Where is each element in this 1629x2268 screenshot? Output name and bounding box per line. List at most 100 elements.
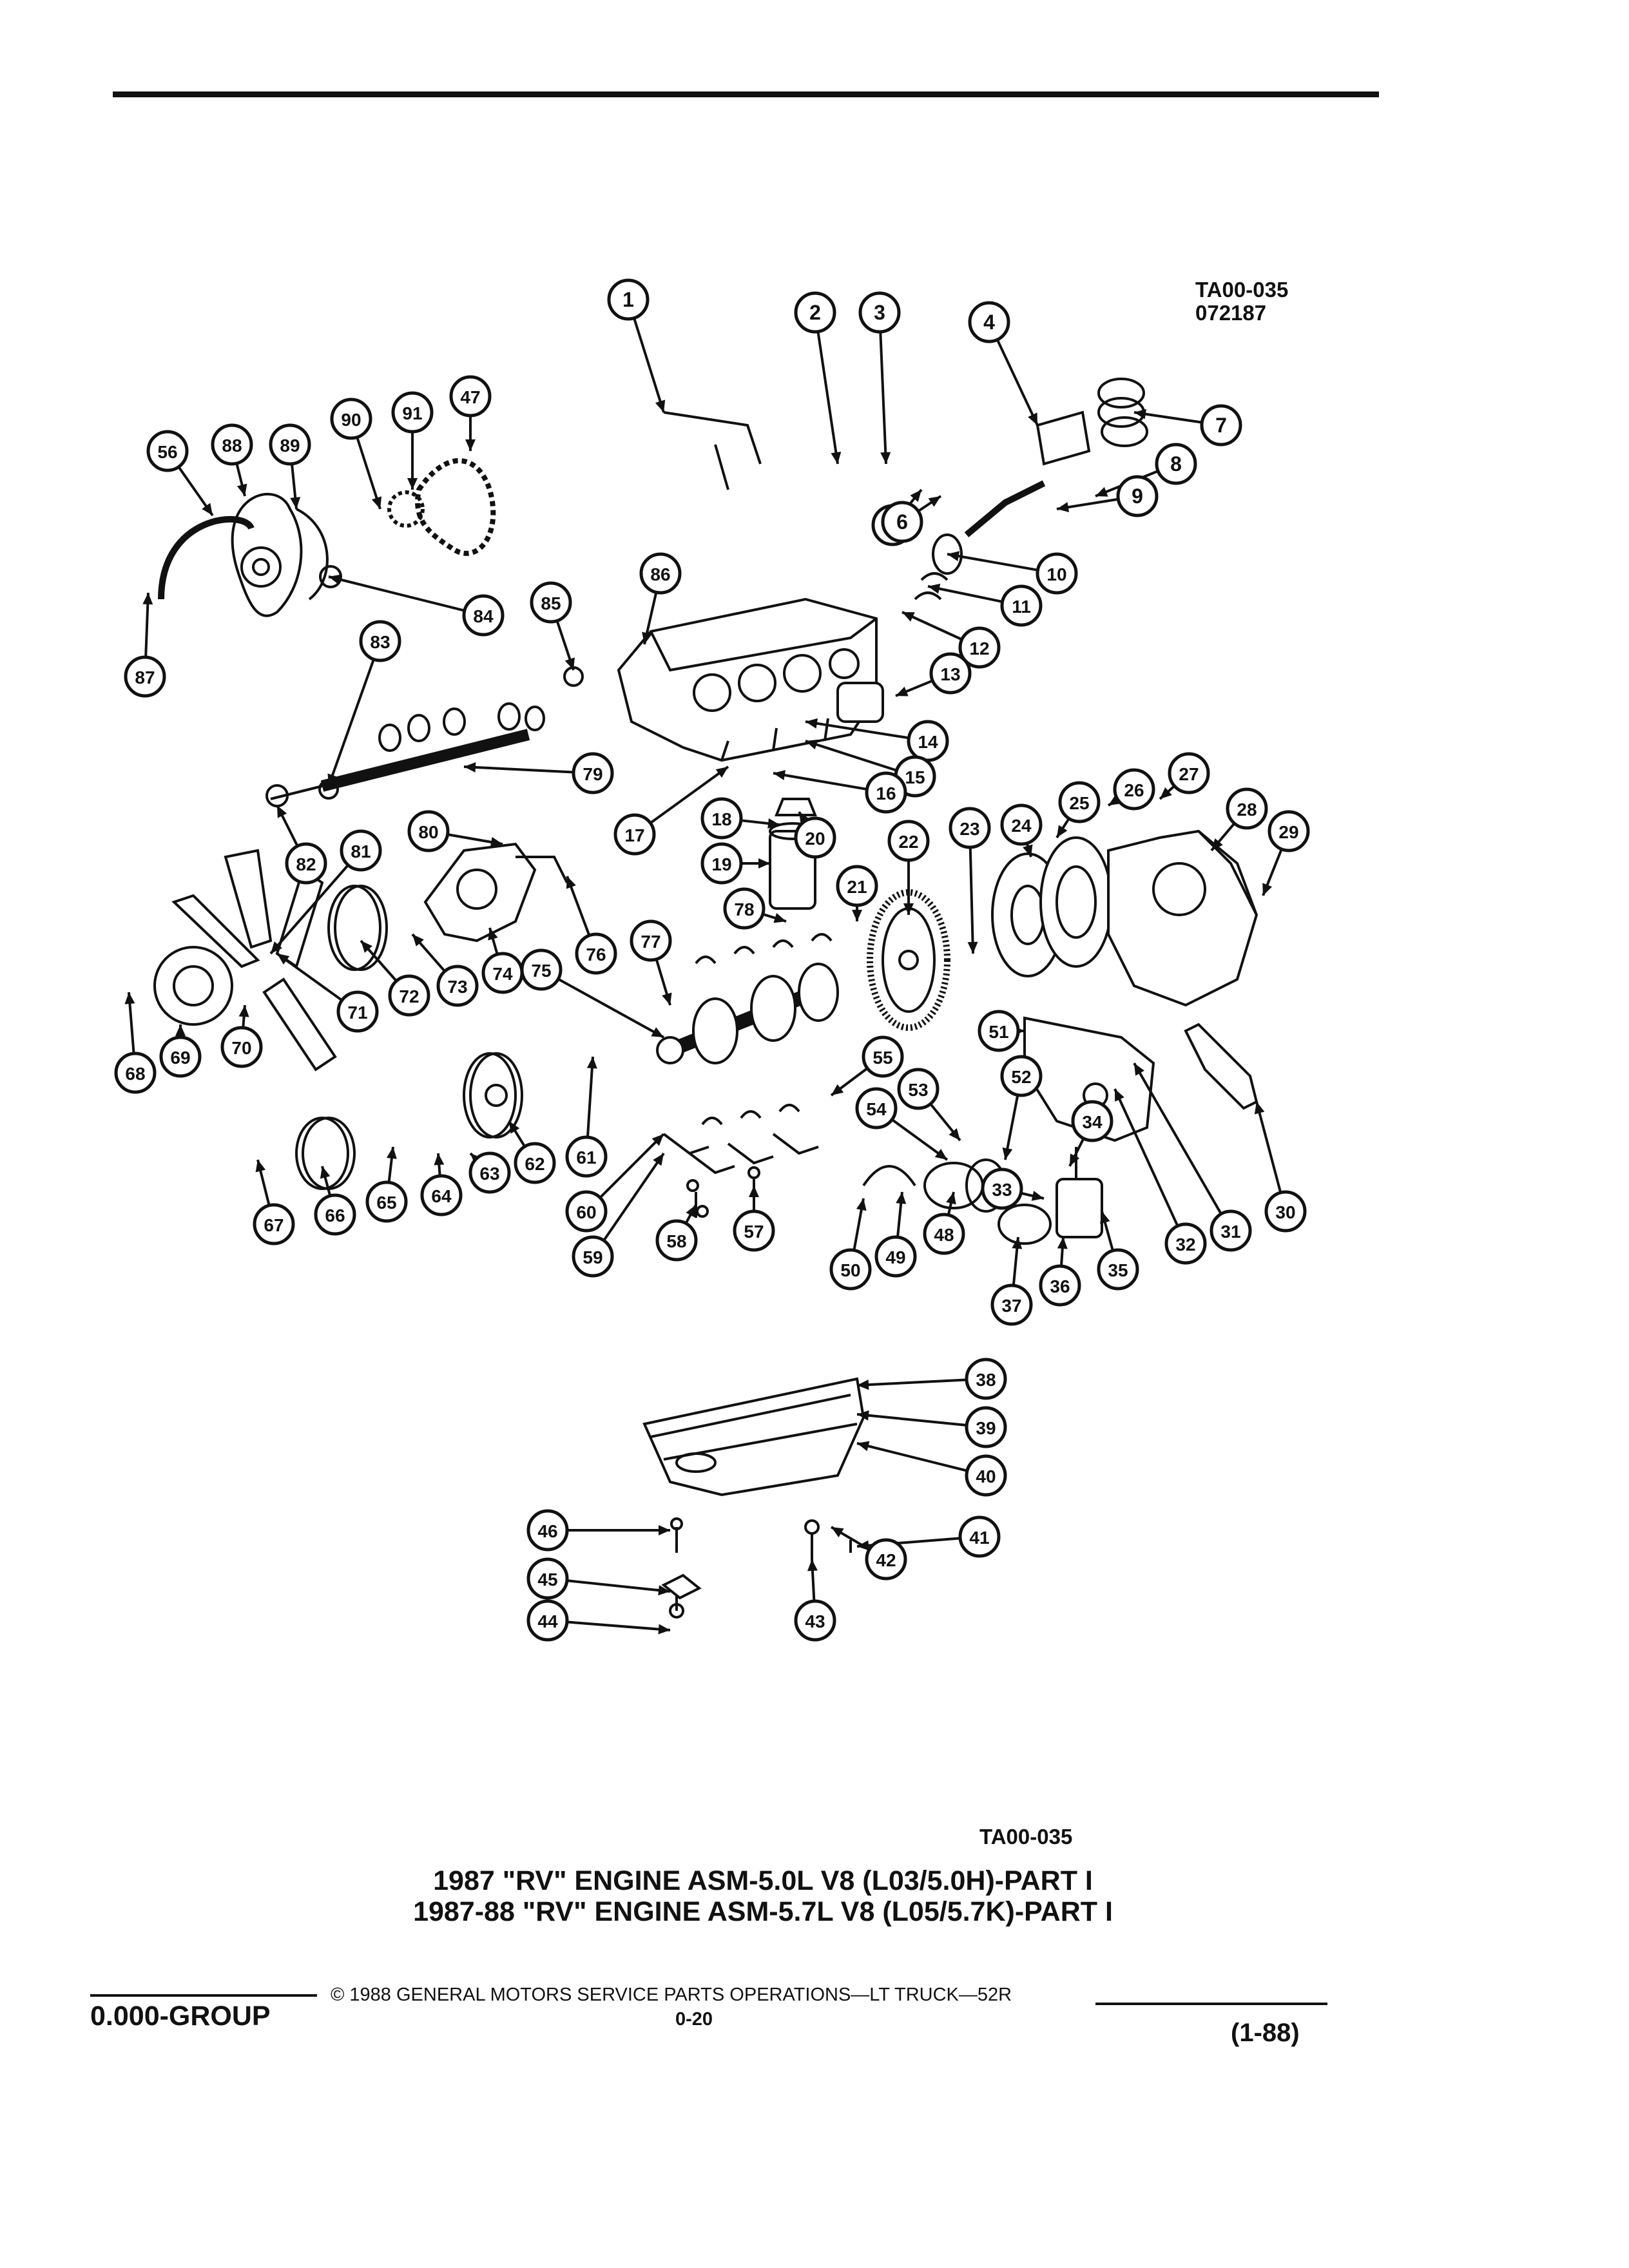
callout-14: 14 [805, 718, 949, 762]
callout-number: 71 [347, 1003, 367, 1023]
callout-circle [565, 1190, 608, 1233]
callout-number: 32 [1175, 1235, 1195, 1254]
callout-number: 58 [666, 1231, 686, 1251]
callout-82: 82 [276, 805, 327, 885]
callout-number: 15 [905, 767, 925, 787]
callout-circle [1210, 1209, 1252, 1252]
dipstick [663, 411, 762, 490]
callout-31: 31 [1133, 1062, 1252, 1252]
callout-circle [124, 655, 166, 698]
leader-arrowhead [1211, 838, 1223, 850]
callout-circle [575, 932, 617, 975]
leader-arrowhead [642, 631, 652, 644]
callout-number: 79 [583, 764, 602, 784]
bearing-shells [662, 933, 833, 1175]
callout-circle [965, 1358, 1007, 1400]
callout-27: 27 [1159, 752, 1210, 800]
callout-circle [965, 1406, 1007, 1448]
leader-arrowhead [773, 770, 786, 780]
leader-arrowhead [856, 1198, 867, 1211]
leader-arrowhead [329, 574, 342, 585]
callout-7: 7 [1133, 404, 1242, 447]
leader-arrowhead [1108, 794, 1121, 805]
timing-chain [387, 458, 496, 556]
callout-88: 88 [211, 423, 253, 497]
callout-number: 20 [805, 829, 825, 849]
leader-arrowhead [715, 767, 728, 778]
callout-circle [990, 1283, 1033, 1326]
callout-number: 35 [1108, 1260, 1128, 1280]
callout-79: 79 [463, 752, 614, 794]
callout-number: 45 [537, 1570, 557, 1590]
callout-number: 55 [872, 1048, 892, 1068]
leader-line [269, 864, 349, 955]
callout-6: 6 [881, 495, 942, 543]
callout-circle [836, 865, 878, 907]
callout-28: 28 [1210, 787, 1268, 852]
leader-arrowhead [412, 934, 424, 947]
callout-38: 38 [856, 1358, 1007, 1400]
callout-circle [365, 1180, 408, 1223]
leader-line [566, 1620, 671, 1631]
callout-86: 86 [639, 552, 682, 645]
callout-4: 4 [968, 301, 1039, 426]
engine-block [617, 597, 884, 762]
callout-56: 56 [146, 430, 214, 517]
callout-circle [565, 1135, 608, 1178]
callout-number: 27 [1179, 764, 1199, 784]
callout-19: 19 [700, 842, 770, 885]
leader-arrowhead [655, 399, 666, 412]
callout-number: 53 [908, 1080, 928, 1100]
callout-circle [733, 1209, 775, 1252]
callout-circle [211, 423, 253, 466]
callout-circle [865, 771, 907, 814]
callout-number: 49 [885, 1247, 905, 1267]
callout-37: 37 [990, 1236, 1033, 1326]
callout-number: 57 [744, 1222, 764, 1242]
leader-arrowhead [1057, 825, 1068, 838]
callout-number: 18 [711, 809, 731, 829]
callout-circle [968, 301, 1010, 343]
callout-64: 64 [420, 1153, 463, 1216]
callout-9: 9 [1056, 475, 1159, 517]
callout-circle [794, 1599, 836, 1642]
callout-number: 39 [976, 1418, 996, 1438]
leader-arrowhead [277, 954, 290, 965]
callout-61: 61 [565, 1056, 608, 1178]
callout-circle [114, 1052, 157, 1094]
callout-number: 91 [402, 403, 422, 423]
callout-46: 46 [526, 1509, 670, 1552]
leader-arrowhead [651, 1027, 664, 1037]
callout-44: 44 [526, 1599, 671, 1642]
leader-arrowhead [1023, 844, 1033, 857]
callout-circle [449, 375, 492, 418]
callout-circle [949, 807, 991, 849]
leader-arrowhead [949, 1128, 960, 1140]
callout-number: 43 [805, 1611, 825, 1631]
callout-number: 42 [876, 1550, 896, 1570]
callout-17: 17 [613, 765, 729, 856]
callout-89: 89 [269, 423, 311, 510]
leader-arrowhead [880, 452, 891, 464]
callout-number: 3 [874, 301, 885, 324]
callout-80: 80 [407, 810, 503, 852]
callout-circle [655, 1219, 698, 1262]
leader-arrowhead [271, 941, 282, 954]
leader-line [856, 1378, 967, 1387]
leader-line [1133, 1062, 1222, 1215]
leader-arrowhead [659, 1525, 670, 1535]
callout-circle [336, 990, 379, 1033]
leader-line [927, 585, 1003, 603]
leader-arrowhead [658, 1585, 670, 1596]
callout-10: 10 [947, 551, 1078, 595]
callout-number: 74 [492, 964, 513, 984]
leader-line [599, 1133, 665, 1199]
callout-72: 72 [360, 939, 430, 1017]
callout-43: 43 [794, 1559, 836, 1642]
callout-52: 52 [1000, 1055, 1043, 1160]
leader-arrowhead [947, 551, 960, 562]
callout-circle [858, 291, 901, 334]
callout-circle [253, 1203, 295, 1245]
callout-number: 83 [370, 632, 390, 652]
callout-number: 24 [1011, 816, 1032, 836]
